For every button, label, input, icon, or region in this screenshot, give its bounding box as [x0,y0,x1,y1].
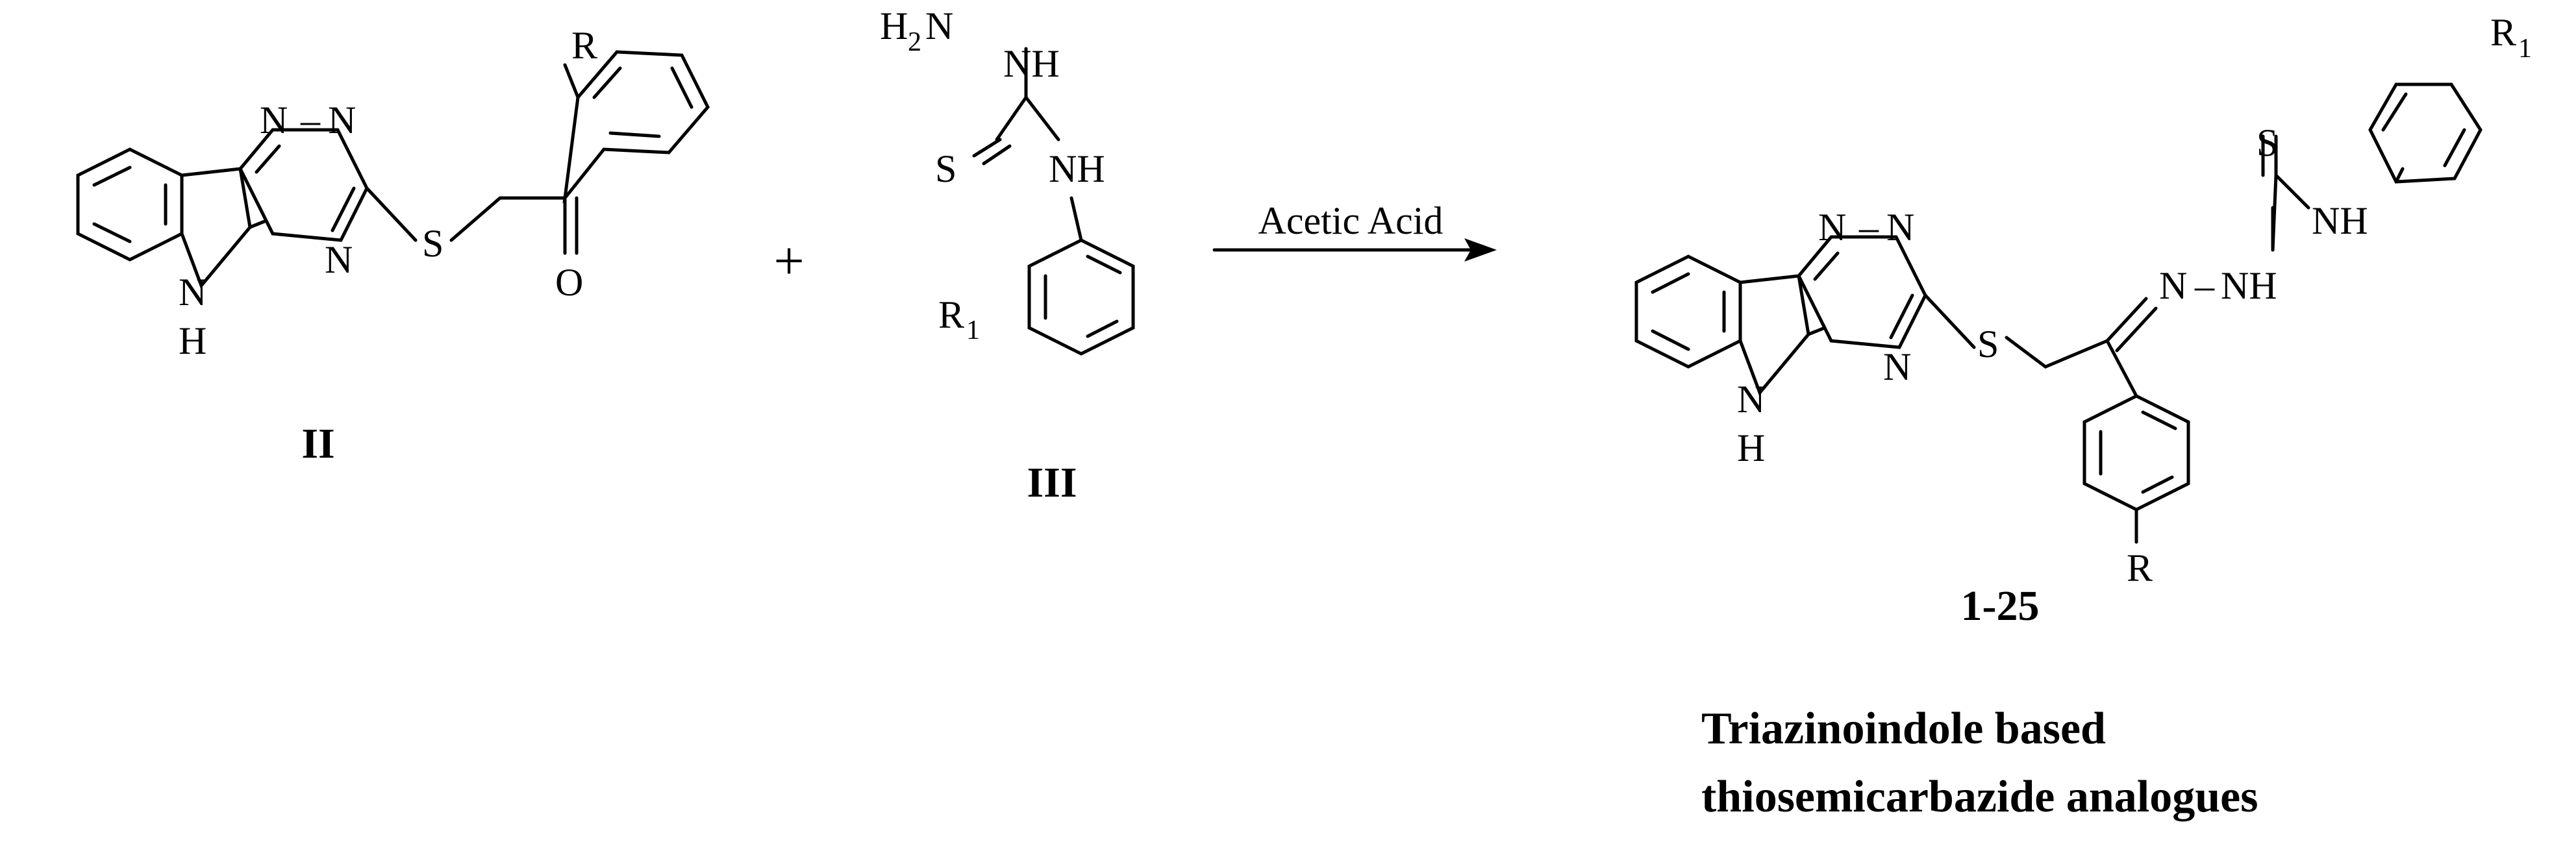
atom-s: S [422,222,444,265]
reaction-arrow [1212,238,1497,262]
atom-n: N [1818,206,1846,249]
substituent-r1-subscript: 1 [966,315,980,345]
reaction-condition: Acetic Acid [1258,199,1444,242]
atom-n: N [1883,345,1911,388]
compound-iii-atom-labels: H 2 N NH NH S R 1 [880,5,1105,345]
compound-ii-atom-labels: N – N N N H S O R [179,24,597,362]
compound-label-product: 1-25 [1961,582,2040,630]
atom-n: N [1886,206,1914,249]
caption-line-1: Triazinoindole based [1701,704,2106,754]
atom-s: S [1977,323,1999,365]
atom-n: N [325,238,353,281]
atom-h2n-subscript: 2 [908,27,921,57]
atom-n: N [1737,378,1765,421]
atom-s: S [2257,121,2278,164]
compound-iii-structure [972,47,1135,356]
caption-line-2: thiosemicarbazide analogues [1701,772,2258,822]
substituent-r1: R [938,293,964,336]
atom-h2n-n: N [925,5,953,47]
compound-label-iii: III [1027,459,1077,506]
substituent-r: R [571,24,597,67]
atom-nh: NH [1049,147,1105,190]
atom-n: N [2159,264,2187,307]
product-substituent-r1-subscript: 1 [2518,34,2532,64]
atom-nh: NH [2221,264,2277,307]
atom-h2n-h: H [880,5,908,47]
atom-dash: – [2194,264,2215,307]
atom-h: H [1737,426,1765,469]
atom-n: N [328,99,356,142]
product-atom-labels: N – N N N H S N – NH S NH R R 1 R [1737,11,2532,589]
atom-n: N [260,99,288,142]
atom-dash: – [1858,206,1879,249]
compound-ii-structure [76,50,710,289]
atom-s: S [935,147,957,190]
plus-sign: + [773,231,804,291]
atom-o: O [555,261,583,304]
product-substituent-r: R [2127,547,2153,589]
atom-n: N [179,271,206,314]
atom-nh: NH [1003,42,1060,85]
compound-label-ii: II [301,420,334,467]
product-substituent-r1: R [2490,11,2516,54]
product-structure [1634,82,2482,544]
atom-nh: NH [2312,199,2368,242]
atom-dash: – [300,99,321,142]
atom-h: H [179,319,206,362]
